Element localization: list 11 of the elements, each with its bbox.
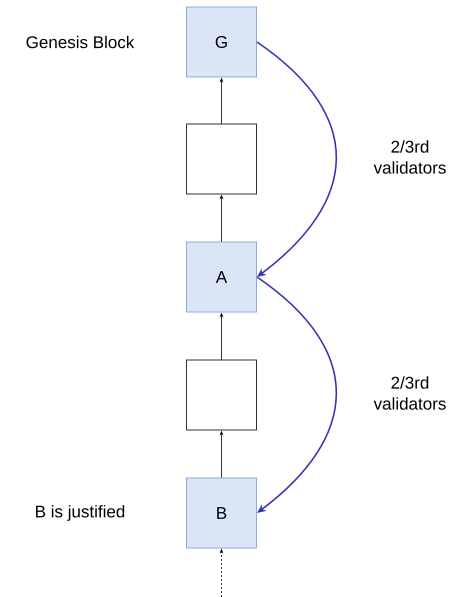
empty-block-box bbox=[186, 360, 257, 430]
block-box: A bbox=[186, 242, 257, 312]
curved-arrow bbox=[256, 41, 337, 277]
curved-arrow bbox=[256, 276, 337, 513]
block-box: G bbox=[186, 6, 257, 78]
block-box: B bbox=[186, 478, 257, 548]
side-label: Genesis Block bbox=[26, 36, 134, 48]
edge-label: 2/3rd validators bbox=[362, 139, 458, 175]
edge-label: 2/3rd validators bbox=[362, 375, 458, 411]
empty-block-box bbox=[186, 124, 257, 194]
side-label: B is justified bbox=[36, 505, 124, 521]
